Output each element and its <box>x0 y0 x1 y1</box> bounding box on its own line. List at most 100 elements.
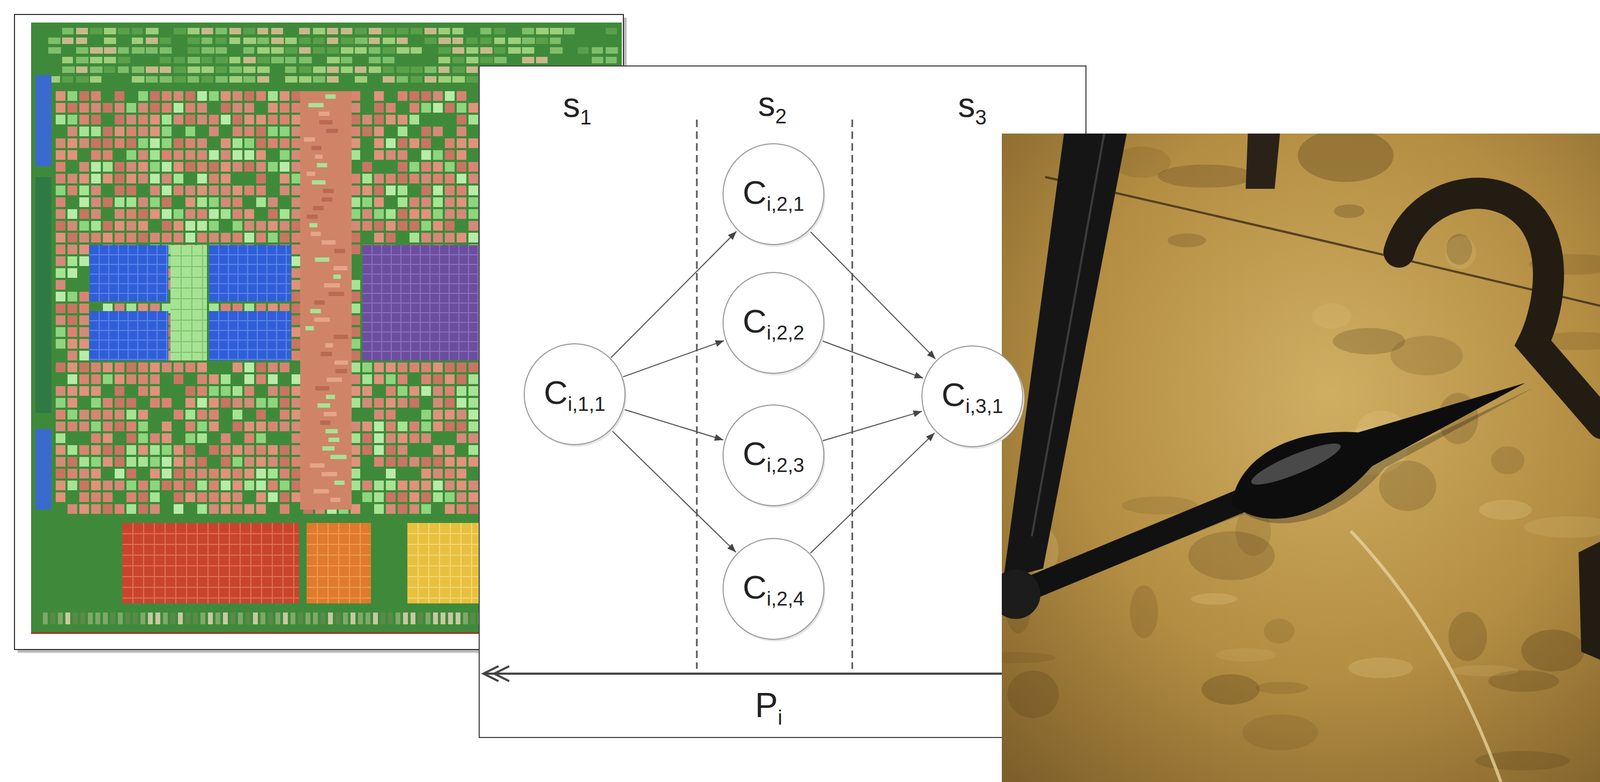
die-cell <box>256 444 266 455</box>
die-cell <box>328 437 340 442</box>
die-cell <box>114 185 125 196</box>
die-cell <box>55 244 66 255</box>
die-cell <box>385 114 396 125</box>
die-cell <box>308 102 324 108</box>
die-pad <box>373 612 378 624</box>
die-cell <box>256 220 266 231</box>
die-cell <box>220 374 231 384</box>
die-gridline <box>438 522 441 604</box>
die-cell <box>374 126 384 137</box>
die-cell <box>67 456 78 467</box>
die-gridline <box>170 319 207 321</box>
die-cell <box>257 76 270 83</box>
die-cell <box>138 91 148 101</box>
die-cell <box>605 56 617 64</box>
die-cell <box>350 150 361 160</box>
die-pad <box>185 612 191 624</box>
die-pad <box>268 612 273 624</box>
die-cell <box>55 433 66 443</box>
die-cell <box>244 161 255 172</box>
die-cell <box>173 409 184 420</box>
die-cell <box>138 232 148 243</box>
die-cell <box>257 66 270 73</box>
die-cell <box>114 362 125 372</box>
die-cell <box>79 91 89 101</box>
die-cell <box>421 409 431 420</box>
die-cell <box>209 492 219 502</box>
flow-arrow <box>809 230 936 359</box>
die-cell <box>150 362 160 372</box>
die-cell <box>291 256 302 266</box>
cache-block <box>89 244 169 302</box>
die-gridline <box>156 310 158 361</box>
die-cell <box>409 102 420 113</box>
die-cell <box>397 480 408 490</box>
die-cell <box>62 66 75 73</box>
die-cell <box>150 492 160 502</box>
die-cell <box>421 197 431 207</box>
die-cell <box>229 76 243 83</box>
die-cell <box>138 374 148 384</box>
die-cell <box>279 492 290 502</box>
die-cell <box>67 303 78 314</box>
die-gridline <box>209 292 292 294</box>
die-cell <box>91 91 101 101</box>
die-cell <box>444 197 455 207</box>
flow-arrow <box>810 432 935 553</box>
die-cell <box>79 232 89 243</box>
die-cell <box>279 220 290 231</box>
die-cell <box>102 397 113 408</box>
die-cell <box>173 138 184 148</box>
die-cell <box>268 444 278 455</box>
die-cell <box>321 471 338 476</box>
die-cell <box>433 91 443 101</box>
die-cell <box>326 66 339 73</box>
dial-stain <box>1001 651 1056 664</box>
stage-divider <box>851 119 854 669</box>
die-gridline <box>170 255 207 257</box>
die-cell <box>268 385 278 396</box>
die-cell <box>268 421 278 431</box>
die-cell <box>350 138 361 148</box>
die-cell <box>79 185 89 196</box>
die-cell <box>90 76 102 83</box>
die-pad <box>87 612 93 624</box>
die-cell <box>229 37 241 44</box>
die-cell <box>197 173 207 184</box>
die-gridline <box>417 522 419 604</box>
die-cell <box>279 150 290 160</box>
die-cell <box>468 114 479 125</box>
die-cell <box>209 114 219 125</box>
die-gridline <box>362 292 486 294</box>
die-cell <box>468 209 479 219</box>
die-cell <box>433 480 443 490</box>
die-cell <box>126 114 137 125</box>
die-cell <box>433 385 443 396</box>
die-cell <box>421 480 431 490</box>
die-cell <box>456 480 467 490</box>
die-cell <box>313 66 326 73</box>
die-cell <box>325 343 333 348</box>
die-cell <box>185 480 196 490</box>
die-pad <box>448 612 453 624</box>
die-gridline <box>127 310 129 361</box>
die-cell <box>325 428 338 434</box>
die-cell <box>243 56 256 64</box>
die-cell <box>102 197 113 207</box>
die-cell <box>468 173 479 184</box>
die-cell <box>433 209 443 219</box>
die-cell <box>201 56 213 64</box>
die-cell <box>67 362 78 372</box>
die-cell <box>350 362 361 372</box>
die-cell <box>456 209 467 219</box>
die-cell <box>126 503 137 514</box>
die-cell <box>161 421 172 431</box>
die-cell <box>421 433 431 443</box>
die-cell <box>185 209 196 219</box>
die-cell <box>244 374 255 384</box>
die-cell <box>396 76 408 83</box>
die-cell <box>350 209 361 219</box>
die-gridline <box>122 532 300 534</box>
die-cell <box>232 480 243 490</box>
die-cell <box>197 397 207 408</box>
